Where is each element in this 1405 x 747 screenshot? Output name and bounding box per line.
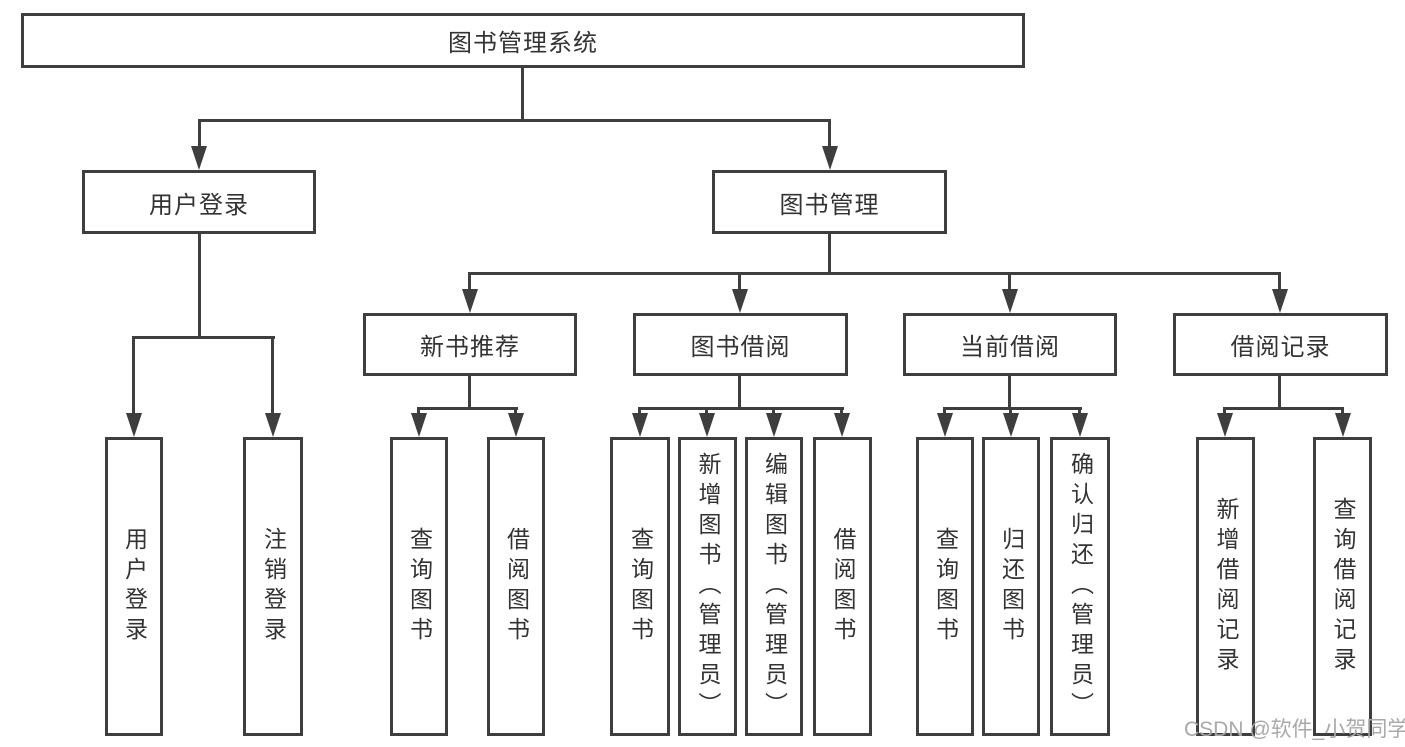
leaf-borrow-books-recommend-label: 借阅图书 [503, 526, 530, 647]
connector-arrow [191, 146, 207, 170]
connector-line [828, 232, 831, 274]
connector-arrow [732, 289, 748, 313]
connector-line [1223, 407, 1344, 410]
leaf-return-books-label: 归还图书 [998, 526, 1025, 647]
node-user-login-label: 用户登录 [149, 191, 249, 219]
node-book-borrowing: 图书借阅 [633, 313, 848, 376]
leaf-borrow-books-recommend: 借阅图书 [487, 437, 545, 736]
leaf-add-borrow-record: 新增借阅记录 [1196, 437, 1255, 736]
connector-line [738, 374, 741, 410]
leaf-query-books-current-label: 查询图书 [932, 526, 959, 647]
node-user-login: 用户登录 [82, 170, 316, 234]
leaf-query-books-current: 查询图书 [916, 437, 974, 736]
leaf-confirm-return-admin: 确认归还（管理员） [1050, 437, 1110, 736]
connector-line [738, 272, 741, 295]
connector-line [1278, 272, 1281, 295]
node-current-borrowing: 当前借阅 [903, 313, 1117, 376]
connector-line [638, 407, 844, 410]
node-root-label: 图书管理系统 [448, 30, 598, 57]
connector-arrow [411, 413, 427, 437]
leaf-return-books: 归还图书 [982, 437, 1040, 736]
leaf-user-login-label: 用户登录 [121, 526, 148, 647]
leaf-logout: 注销登录 [243, 437, 303, 736]
connector-line [468, 374, 471, 410]
node-new-book-recommend: 新书推荐 [363, 313, 577, 376]
connector-arrow [265, 413, 281, 437]
connector-arrow [766, 413, 782, 437]
connector-arrow [1217, 413, 1233, 437]
csdn-watermark: CSDN @软件_小贺同学 [1184, 718, 1405, 741]
connector-line [468, 272, 471, 295]
connector-arrow [1002, 289, 1018, 313]
node-borrow-records: 借阅记录 [1173, 313, 1388, 376]
connector-line [198, 119, 201, 151]
connector-line [198, 232, 201, 339]
connector-arrow [1335, 413, 1351, 437]
leaf-add-borrow-record-label: 新增借阅记录 [1213, 496, 1239, 677]
connector-line [132, 336, 135, 418]
leaf-borrow-books-borrowing-label: 借阅图书 [830, 526, 856, 647]
leaf-query-borrow-record-label: 查询借阅记录 [1330, 496, 1356, 677]
leaf-query-books-recommend: 查询图书 [390, 437, 448, 736]
connector-arrow [1072, 413, 1088, 437]
connector-line [271, 336, 274, 418]
node-book-borrowing-label: 图书借阅 [690, 334, 791, 361]
leaf-edit-books-admin: 编辑图书（管理员） [745, 437, 803, 736]
connector-line [1278, 374, 1281, 410]
leaf-logout-label: 注销登录 [260, 526, 287, 647]
leaf-query-books-borrowing-label: 查询图书 [627, 526, 654, 647]
node-current-borrowing-label: 当前借阅 [960, 334, 1060, 361]
leaf-edit-books-admin-label: 编辑图书（管理员） [761, 451, 788, 722]
node-book-management-label: 图书管理 [779, 191, 880, 219]
connector-line [468, 272, 1281, 275]
leaf-query-books-borrowing: 查询图书 [610, 437, 670, 736]
leaf-add-books-admin-label: 新增图书（管理员） [695, 451, 721, 722]
node-new-book-recommend-label: 新书推荐 [420, 334, 520, 361]
connector-line [521, 66, 524, 121]
node-borrow-records-label: 借阅记录 [1230, 334, 1331, 361]
leaf-borrow-books-borrowing: 借阅图书 [813, 437, 872, 736]
leaf-user-login: 用户登录 [105, 437, 163, 736]
connector-arrow [126, 413, 142, 437]
leaf-query-borrow-record: 查询借阅记录 [1313, 437, 1372, 736]
node-book-management: 图书管理 [712, 170, 947, 234]
connector-line [198, 119, 831, 122]
connector-arrow [1272, 289, 1288, 313]
connector-arrow [822, 146, 838, 170]
connector-arrow [508, 413, 524, 437]
leaf-query-books-recommend-label: 查询图书 [406, 526, 433, 647]
node-root: 图书管理系统 [21, 13, 1025, 68]
connector-line [1008, 374, 1011, 410]
connector-line [1008, 272, 1011, 295]
connector-line [828, 119, 831, 151]
connector-arrow [462, 289, 478, 313]
connector-arrow [1003, 413, 1019, 437]
connector-arrow [834, 413, 850, 437]
connector-line [943, 407, 1082, 410]
connector-line [132, 336, 275, 339]
connector-line [417, 407, 518, 410]
leaf-add-books-admin: 新增图书（管理员） [678, 437, 737, 736]
leaf-confirm-return-admin-label: 确认归还（管理员） [1067, 451, 1094, 722]
connector-arrow [937, 413, 953, 437]
connector-arrow [632, 413, 648, 437]
connector-arrow [699, 413, 715, 437]
